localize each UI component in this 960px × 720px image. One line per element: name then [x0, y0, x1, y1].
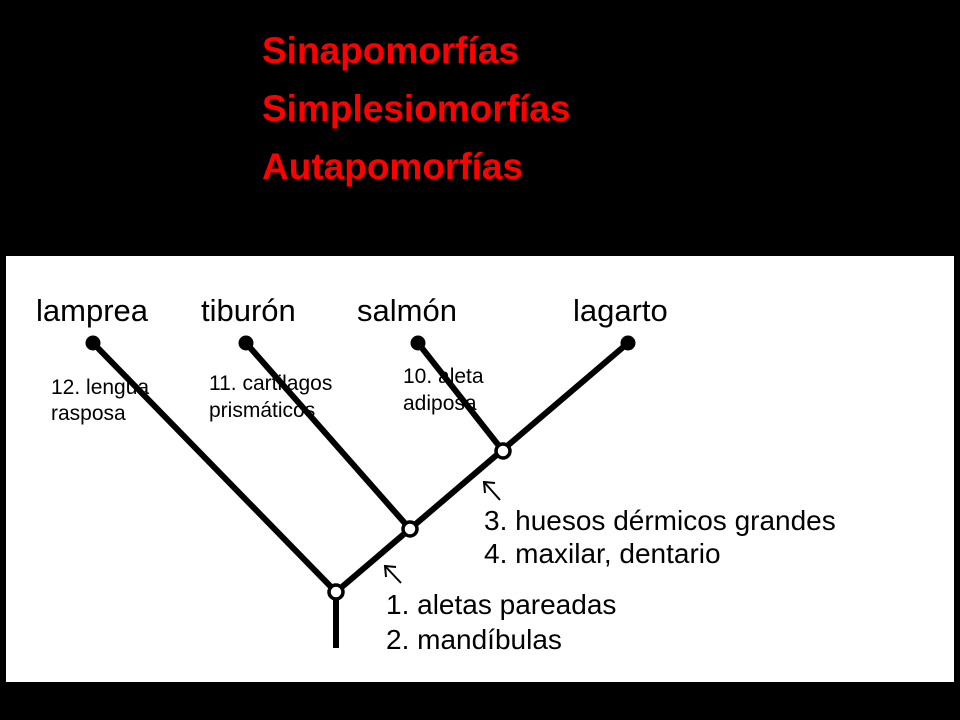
cladogram: lamprea tiburón salmón lagarto 12. lengu… — [36, 293, 836, 655]
branch-main — [334, 340, 630, 595]
trait-12-line2: rasposa — [51, 402, 126, 425]
trait-1: 1. aletas pareadas — [386, 589, 616, 620]
trait-3: 3. huesos dérmicos grandes — [484, 505, 836, 536]
taxon-lagarto: lagarto — [573, 293, 668, 328]
taxon-salmon: salmón — [357, 293, 457, 328]
trait-11-line1: 11. cartilagos — [209, 372, 332, 395]
branch-tiburon — [243, 341, 413, 531]
node-salmon-lagarto — [494, 442, 512, 460]
term-symplesiomorphies: Simplesiomorfías — [262, 88, 571, 129]
trait-11-line2: prismáticos — [209, 399, 315, 422]
trait-10-line1: 10. aleta — [403, 365, 484, 388]
arrow-lower-head — [383, 564, 397, 578]
term-autapomorphies: Autapomorfías — [262, 146, 524, 187]
branch-lamprea — [90, 340, 339, 595]
trait-10-line2: adiposa — [403, 392, 477, 415]
taxon-lamprea: lamprea — [36, 293, 149, 328]
term-synapomorphies: Sinapomorfías — [262, 30, 519, 71]
tip-lagarto — [620, 335, 636, 351]
arrow-upper-shaft — [483, 481, 501, 501]
trait-4: 4. maxilar, dentario — [484, 538, 721, 569]
trait-2: 2. mandíbulas — [386, 624, 562, 655]
term-list: Sinapomorfías Simplesiomorfías Autapomor… — [262, 22, 570, 196]
cladogram-panel: lamprea tiburón salmón lagarto 12. lengu… — [6, 256, 954, 682]
arrow-lower-shaft — [384, 565, 402, 584]
tip-lamprea — [85, 335, 101, 351]
tip-tiburon — [238, 335, 254, 351]
arrow-upper-head — [482, 480, 496, 494]
tip-salmon — [410, 335, 426, 351]
branch-salmon — [415, 341, 506, 453]
trait-12-line1: 12. lengua — [51, 376, 149, 399]
node-osteichthyes — [401, 520, 419, 538]
taxon-tiburon: tiburón — [201, 293, 296, 328]
node-gnathostomes — [327, 583, 345, 601]
